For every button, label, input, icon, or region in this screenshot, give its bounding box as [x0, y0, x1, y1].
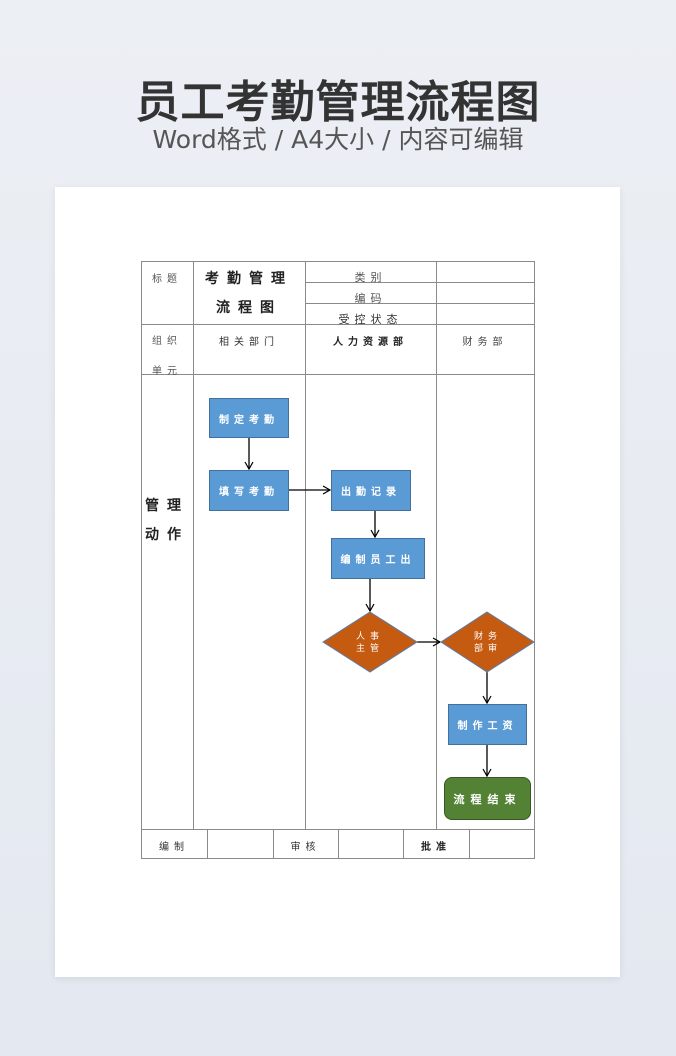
table-divider	[338, 829, 339, 858]
decision-label-line1: 人事	[355, 632, 384, 642]
decision-label-line2: 主管	[355, 644, 384, 654]
decision-label-line2: 部审	[473, 644, 502, 654]
org-label-line2: 单元	[152, 366, 182, 377]
process-make-payroll[interactable]: 制作工资	[448, 704, 527, 745]
table-divider	[207, 829, 208, 858]
table-divider	[469, 829, 470, 858]
decision-finance-review[interactable]	[440, 611, 535, 673]
doc-title-line2: 流程图	[216, 300, 282, 316]
footer-label-prepared: 编制	[159, 842, 189, 853]
process-compile-staff[interactable]: 编制员工出	[331, 538, 425, 579]
process-set-attendance[interactable]: 制定考勤	[209, 398, 289, 438]
footer-label-approved: 批准	[421, 842, 451, 853]
lane-header-hr: 人力资源部	[333, 337, 408, 348]
title-label: 标题	[152, 274, 182, 285]
table-divider	[305, 282, 534, 283]
meta-label-category: 类别	[354, 271, 387, 284]
table-divider	[193, 261, 194, 829]
table-divider	[141, 324, 535, 325]
action-label-line1: 管理	[145, 498, 189, 514]
process-attendance-record[interactable]: 出勤记录	[331, 470, 411, 511]
table-divider	[305, 261, 306, 829]
footer-label-reviewed: 审核	[290, 842, 321, 853]
table-divider	[305, 303, 534, 304]
lane-header-finance: 财务部	[462, 337, 508, 348]
terminator-label: 流程结束	[453, 792, 522, 806]
lane-header-related-dept: 相关部门	[219, 337, 279, 348]
process-label: 制作工资	[457, 721, 518, 732]
table-divider	[403, 829, 404, 858]
decision-hr-manager-label: 人事 主管	[340, 631, 400, 655]
terminator-process-end[interactable]: 流程结束	[444, 777, 531, 820]
page-title: 员工考勤管理流程图	[135, 77, 541, 128]
org-label-line1: 组织	[152, 336, 182, 347]
meta-label-control-status: 受控状态	[338, 313, 403, 326]
table-border-left	[141, 261, 142, 859]
process-label: 出勤记录	[341, 487, 401, 498]
process-label: 编制员工出	[340, 555, 416, 566]
table-divider	[273, 829, 274, 858]
page-subtitle: Word格式 / A4大小 / 内容可编辑	[152, 125, 524, 154]
table-divider	[436, 261, 437, 829]
decision-label-line1: 财务	[473, 632, 502, 642]
action-label-line2: 动作	[145, 527, 189, 543]
table-border-right	[534, 261, 535, 859]
process-label: 制定考勤	[219, 414, 279, 426]
table-border-top	[141, 261, 535, 262]
process-fill-attendance[interactable]: 填写考勤	[209, 470, 289, 511]
doc-title-line1: 考勤管理	[205, 271, 293, 287]
decision-hr-manager[interactable]	[322, 611, 418, 673]
table-border-bottom	[141, 858, 535, 859]
meta-label-code: 编码	[354, 292, 387, 305]
decision-finance-review-label: 财务 部审	[458, 631, 518, 655]
document-paper	[55, 187, 620, 977]
table-divider	[141, 374, 535, 375]
process-label: 填写考勤	[219, 487, 279, 498]
